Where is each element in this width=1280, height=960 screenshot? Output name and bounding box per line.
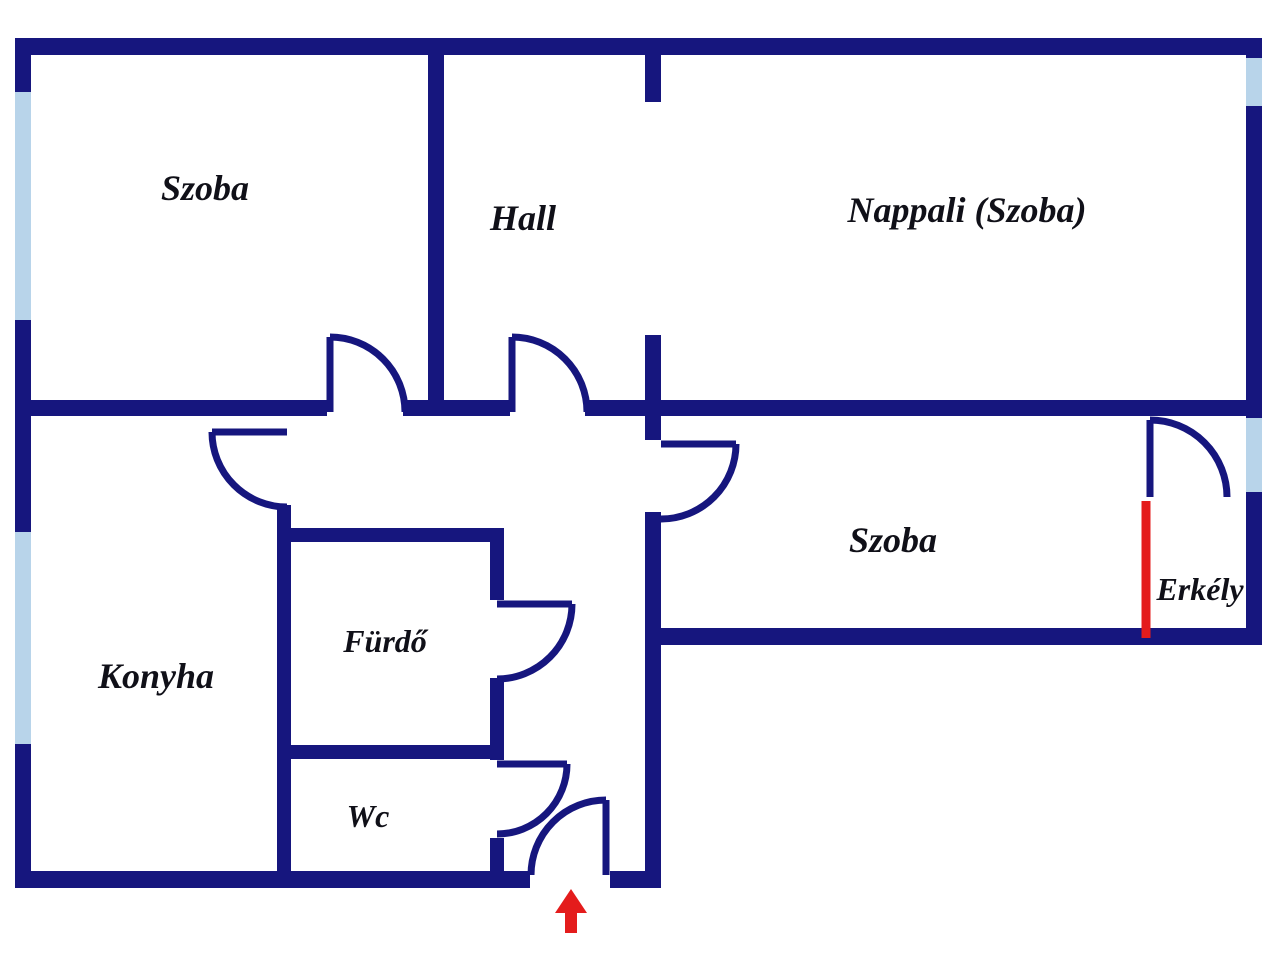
wall-segment bbox=[490, 838, 504, 888]
wall-segment bbox=[645, 38, 661, 102]
room-label-nappali: Nappali (Szoba) bbox=[846, 190, 1086, 230]
wall-segment bbox=[490, 678, 504, 760]
windows bbox=[15, 58, 1262, 744]
door-arc bbox=[527, 796, 607, 876]
wall-segment bbox=[490, 528, 504, 600]
walls bbox=[15, 38, 1262, 888]
window-segment bbox=[1246, 58, 1262, 106]
room-label-hall: Hall bbox=[489, 198, 556, 238]
wall-segment bbox=[645, 335, 661, 440]
wall-segment bbox=[277, 505, 291, 888]
room-labels: Szoba Hall Nappali (Szoba) Szoba Erkély … bbox=[97, 168, 1244, 834]
wall-segment bbox=[15, 871, 530, 888]
wall-segment bbox=[283, 745, 497, 759]
wall-segment bbox=[1246, 38, 1262, 645]
door-arc bbox=[1149, 416, 1231, 498]
room-label-erkely: Erkély bbox=[1155, 571, 1244, 607]
door-arc bbox=[660, 443, 740, 523]
door-arc bbox=[208, 431, 288, 511]
door-arc bbox=[511, 333, 591, 413]
room-label-furdo: Fürdő bbox=[342, 623, 429, 659]
entrance-arrow-icon bbox=[555, 889, 587, 933]
window-segment bbox=[15, 532, 31, 744]
wall-segment bbox=[645, 512, 661, 888]
window-segment bbox=[1246, 418, 1262, 492]
wall-segment bbox=[585, 400, 661, 416]
door-arc bbox=[496, 763, 571, 838]
room-label-konyha: Konyha bbox=[97, 656, 214, 696]
wall-segment bbox=[650, 400, 1262, 416]
door-arc bbox=[329, 333, 409, 413]
wall-segment bbox=[15, 38, 1262, 55]
wall-segment bbox=[428, 38, 444, 412]
room-label-szoba-bottom: Szoba bbox=[849, 520, 937, 560]
window-segment bbox=[15, 92, 31, 320]
wall-segment bbox=[650, 628, 1262, 645]
room-label-szoba-top-left: Szoba bbox=[161, 168, 249, 208]
door-arcs bbox=[208, 333, 1231, 876]
wall-segment bbox=[283, 528, 497, 542]
wall-segment bbox=[15, 400, 327, 416]
room-label-wc: Wc bbox=[347, 798, 390, 834]
door-arc bbox=[496, 603, 576, 683]
wall-segment bbox=[403, 400, 510, 416]
